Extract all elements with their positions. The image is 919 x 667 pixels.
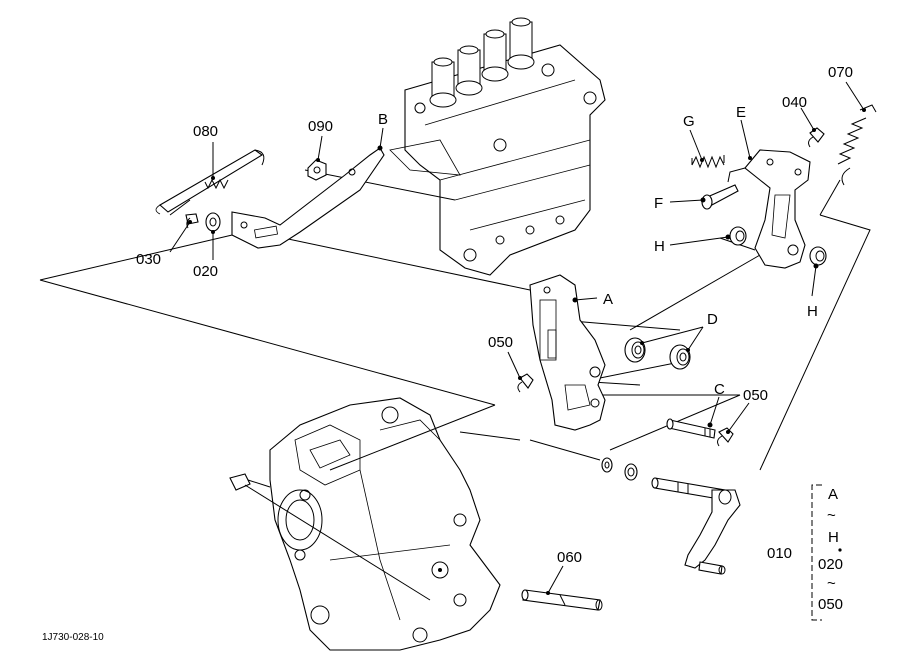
clip-050-left: [517, 373, 534, 393]
label-g: G: [683, 113, 695, 130]
clip-050-right: [717, 427, 734, 447]
label-b: B: [378, 111, 388, 128]
washer-020: [205, 212, 221, 232]
callout-labels: 080 090 B 030 020 G E 040 070 F H H A D …: [136, 64, 853, 566]
shaft-lever-assembly: [601, 457, 741, 575]
label-050-right: 050: [743, 387, 768, 404]
rod-080: [155, 149, 265, 215]
set-separator-dot: [838, 548, 842, 552]
label-040: 040: [782, 94, 807, 111]
set-bracket: 010 A ~ H 020 ~ 050: [767, 484, 843, 621]
set-number: 010: [767, 545, 792, 562]
collar-h-left: [729, 226, 747, 246]
set-line-6: 050: [818, 596, 843, 613]
pin-f: [701, 184, 739, 210]
spring-070: [837, 104, 877, 186]
nut-090: [307, 159, 327, 181]
assembly-lines: [39, 169, 871, 601]
gear-case-housing: [229, 397, 501, 651]
pin-c: [666, 418, 716, 439]
leader-dots: [188, 108, 866, 595]
clip-040: [808, 127, 825, 148]
set-line-5: ~: [827, 575, 836, 592]
label-a: A: [603, 291, 613, 308]
set-line-2: ~: [827, 507, 836, 524]
label-090: 090: [308, 118, 333, 135]
label-h-right: H: [807, 303, 818, 320]
label-f: F: [654, 195, 663, 212]
set-line-4: 020: [818, 556, 843, 573]
label-d: D: [707, 311, 718, 328]
injection-pump: [389, 17, 606, 276]
label-e: E: [736, 104, 746, 121]
label-060: 060: [557, 549, 582, 566]
set-line-1: A: [828, 486, 838, 503]
set-line-3: H: [828, 529, 839, 546]
label-080: 080: [193, 123, 218, 140]
label-h-left: H: [654, 238, 665, 255]
collar-d-1: [624, 337, 646, 363]
label-020: 020: [193, 263, 218, 280]
spring-g: [691, 155, 725, 169]
pin-060: [521, 589, 603, 611]
lever-e: [727, 149, 811, 269]
leader-lines: [169, 81, 865, 594]
collar-h-right: [809, 246, 827, 266]
label-050-left: 050: [488, 334, 513, 351]
figure-code: 1J730-028-10: [42, 632, 104, 643]
label-030: 030: [136, 251, 161, 268]
label-c: C: [714, 381, 725, 398]
collar-d-2: [669, 344, 691, 370]
lever-b: [231, 147, 385, 249]
label-070: 070: [828, 64, 853, 81]
plate-a: [529, 274, 606, 431]
